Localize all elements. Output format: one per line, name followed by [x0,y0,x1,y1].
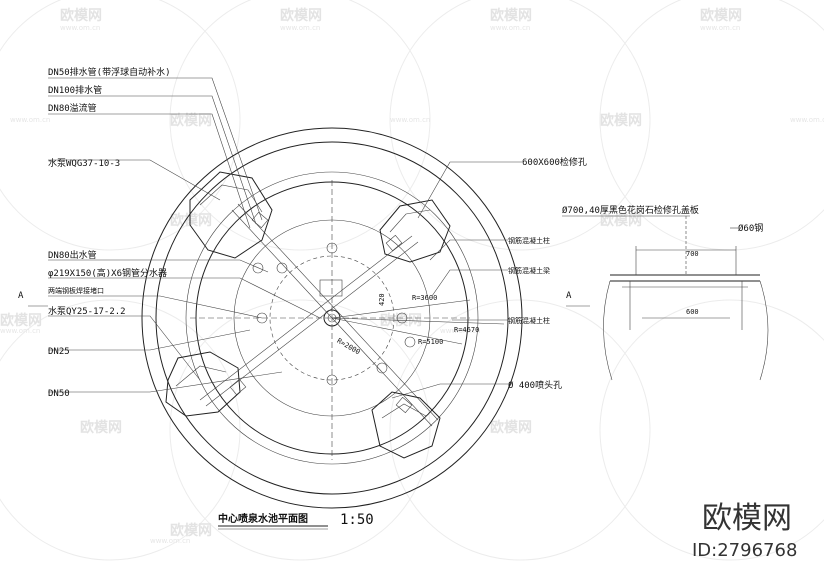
plan-scale: 1:50 [340,512,374,528]
right-annotations: 600X600检修孔 钢筋混凝土柱 钢筋混凝土梁 钢筋混凝土柱 Ø 400喷头孔… [508,156,590,391]
watermark-logo: 欧模网 [80,419,122,436]
detail-dim-600: 600 [686,308,699,316]
label-manifold: φ219X150(高)X6钢管分水器 [48,267,167,279]
watermark-url: www.om.cn [280,24,320,32]
label-inspection-hole: 600X600检修孔 [522,156,587,168]
watermark-pattern [0,0,824,561]
detail-title: Ø700,40厚黑色花岗石检修孔盖板 [562,204,699,216]
watermark-url: www.om.cn [10,116,50,124]
plan-title-block: 中心喷泉水池平面图 1:50 [218,512,374,530]
watermark-url: www.om.cn [390,116,430,124]
section-detail: Ø700,40厚黑色花岗石检修孔盖板 Ø60钢 700 600 [562,204,769,381]
watermark-url: www.om.cn [440,327,480,335]
dim-r4670: R=4670 [454,326,479,334]
dim-r2000: R=2000 [336,337,362,357]
watermark-logo: 欧模网 [170,522,212,539]
label-overflow-pipe: DN80溢流管 [48,102,97,114]
label-dn50: DN50 [48,389,70,399]
watermark-logo: 欧模网 [490,7,532,24]
watermark-url: www.om.cn [700,24,740,32]
watermark-logo: 欧模网 [0,312,42,329]
left-annotations: DN50排水管(带浮球自动补水) DN100排水管 DN80溢流管 水泵WQG3… [18,66,171,399]
brand-id: ID:2796768 [692,540,797,561]
watermark-url: www.om.cn [0,327,40,335]
label-outlet-pipe: DN80出水管 [48,249,97,261]
label-dn25: DN25 [48,347,70,357]
watermark-logo: 欧模网 [490,419,532,436]
dim-420: 420 [378,293,386,306]
label-pump-wqg: 水泵WQG37-10-3 [48,157,120,169]
detail-dim-700: 700 [686,250,699,258]
label-drain-pipe: DN50排水管(带浮球自动补水) [48,66,171,78]
watermark-logo: 欧模网 [600,112,642,129]
watermark-url: www.om.cn [150,537,190,545]
dimension-labels: R=3600 R=4670 R=2000 R=5100 420 [331,293,505,357]
watermark-url: www.om.cn [60,24,100,32]
watermark-logo: 欧模网 [170,212,212,229]
label-rc-beam: 钢筋混凝土梁 [508,266,550,275]
detail-pipe-label: Ø60钢 [738,222,763,234]
label-nozzle-hole: Ø 400喷头孔 [508,380,562,391]
watermark-logo: 欧模网 [700,7,742,24]
label-end-plate: 两端钢板焊接堵口 [48,286,104,295]
label-dn100-pipe: DN100排水管 [48,84,102,96]
watermark-logo: 欧模网 [280,7,322,24]
section-mark-left: A [18,291,24,301]
brand-watermark: 欧模网 ID:2796768 [692,501,797,561]
leader-lines [28,77,522,399]
label-rc-column: 钢筋混凝土柱 [508,236,550,245]
watermark-logo: 欧模网 [60,7,102,24]
watermark-url: www.om.cn [490,24,530,32]
dim-r5100: R=5100 [418,338,443,346]
watermark-logo: 欧模网 [170,112,212,129]
dim-r3600: R=3600 [412,294,437,302]
plan-title: 中心喷泉水池平面图 [218,512,308,525]
watermark-url: www.om.cn [790,116,824,124]
label-rc-column-2: 钢筋混凝土柱 [508,316,550,325]
label-pump-qy: 水泵QY25-17-2.2 [48,305,126,317]
fountain-plan [141,127,523,509]
brand-name: 欧模网 [702,501,792,536]
section-mark-right: A [566,291,572,301]
